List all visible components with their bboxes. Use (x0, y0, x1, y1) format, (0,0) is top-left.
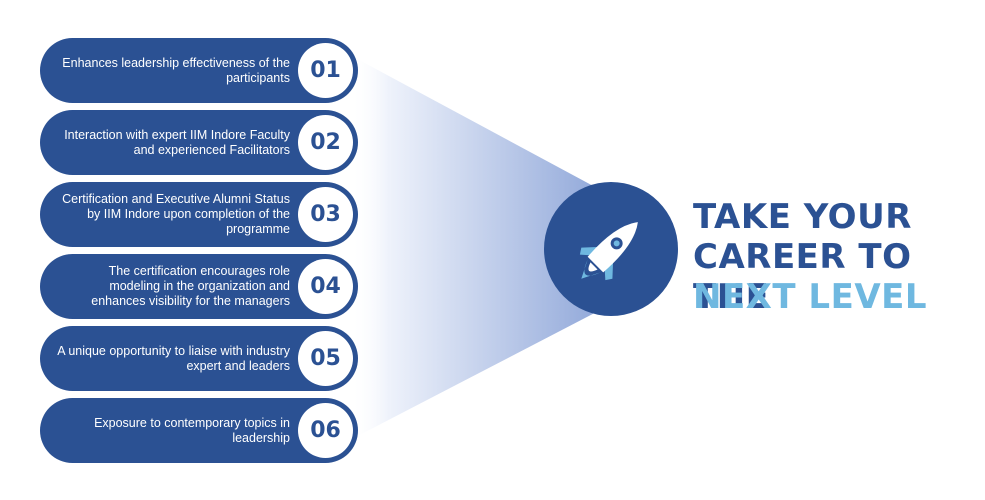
benefit-number: 02 (298, 115, 353, 170)
benefit-number: 06 (298, 403, 353, 458)
benefit-number: 05 (298, 331, 353, 386)
benefit-number: 03 (298, 187, 353, 242)
benefit-number: 01 (298, 43, 353, 98)
benefit-text: Exposure to contemporary topics in leade… (94, 415, 290, 445)
benefit-text: A unique opportunity to liaise with indu… (57, 343, 290, 373)
benefit-item-01: Enhances leadership effectiveness of the… (40, 38, 358, 103)
rocket-badge (544, 182, 678, 316)
benefit-item-05: A unique opportunity to liaise with indu… (40, 326, 358, 391)
benefit-text: The certification encourages role modeli… (91, 264, 290, 308)
benefit-text: Interaction with expert IIM Indore Facul… (64, 127, 290, 157)
headline-line-1: TAKE YOUR (693, 197, 912, 237)
rocket-icon (579, 222, 638, 281)
benefit-item-06: Exposure to contemporary topics in leade… (40, 398, 358, 463)
benefit-text: Enhances leadership effectiveness of the… (62, 55, 290, 85)
benefit-text: Certification and Executive Alumni Statu… (62, 192, 290, 236)
benefit-item-04: The certification encourages role modeli… (40, 254, 358, 319)
benefit-item-02: Interaction with expert IIM Indore Facul… (40, 110, 358, 175)
benefit-number: 04 (298, 259, 353, 314)
headline-line-2: CAREER TO THE (693, 237, 912, 317)
benefit-item-03: Certification and Executive Alumni Statu… (40, 182, 358, 247)
headline-line-3: NEXT LEVEL (693, 277, 928, 317)
